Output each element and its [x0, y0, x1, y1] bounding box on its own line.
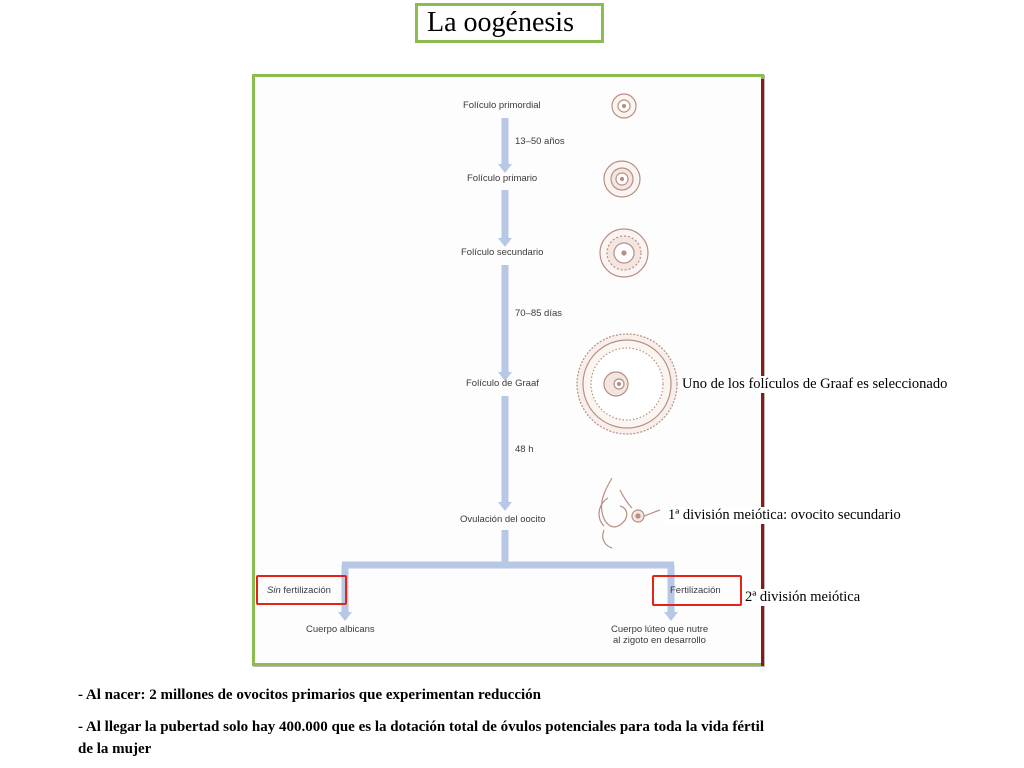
graaf-annotation: Uno de los folículos de Graaf es selecci… [680, 376, 950, 393]
primordial-follicle-icon [611, 93, 637, 119]
bullet-birth: - Al nacer: 2 millones de ovocitos prima… [78, 686, 541, 705]
primary-follicle-icon [603, 160, 641, 198]
ovulated-oocyte-icon [598, 477, 661, 549]
bullet-puberty: - Al llegar la pubertad solo hay 400.000… [78, 718, 764, 737]
bullet-puberty-cont-text: de la mujer [78, 741, 152, 757]
interval-label: 13–50 años [515, 136, 565, 147]
stage-primario-label: Folículo primario [467, 173, 538, 184]
fertilizacion-suffix: fertilización [280, 585, 331, 596]
arrowhead [498, 164, 512, 173]
slide-title: La oogénesis [415, 3, 604, 43]
arrowhead [498, 502, 512, 511]
stage-graaf-label: Folículo de Graaf [466, 378, 539, 389]
secondary-follicle-icon [599, 228, 649, 278]
frame-edge [761, 79, 764, 666]
cuerpo-luteo-label-line1: Cuerpo lúteo que nutre [611, 624, 709, 635]
fertilizacion-label: Fertilización [670, 585, 721, 596]
cuerpo-albicans-label: Cuerpo albicans [306, 624, 375, 635]
sin-prefix: Sin [267, 585, 281, 596]
arrowhead [664, 612, 678, 621]
first-division-annotation: 1ª división meiótica: ovocito secundario [666, 507, 903, 524]
bullet-puberty-cont: de la mujer [78, 740, 151, 759]
bullet-puberty-text: - Al llegar la pubertad solo hay 400.000… [78, 719, 764, 735]
sin-fertilizacion-label: Sin fertilización [267, 585, 331, 596]
arrowhead [338, 612, 352, 621]
sin-fertilizacion-highlight [256, 575, 347, 605]
arrowhead [498, 372, 512, 381]
stage-ovulacion-label: Ovulación del oocito [460, 514, 546, 525]
bullet-birth-text: - Al nacer: 2 millones de ovocitos prima… [78, 687, 542, 703]
second-division-annotation: 2ª división meiótica [743, 589, 863, 606]
interval-label: 48 h [515, 444, 534, 455]
stage-primordial-label: Folículo primordial [463, 100, 541, 111]
fertilizacion-highlight [652, 575, 742, 606]
stage-secundario-label: Folículo secundario [461, 247, 544, 258]
cuerpo-luteo-label-line2: al zigoto en desarrollo [613, 635, 706, 646]
interval-label: 70–85 días [515, 308, 563, 319]
arrowhead [498, 238, 512, 247]
graaf-follicle-icon [576, 333, 678, 435]
